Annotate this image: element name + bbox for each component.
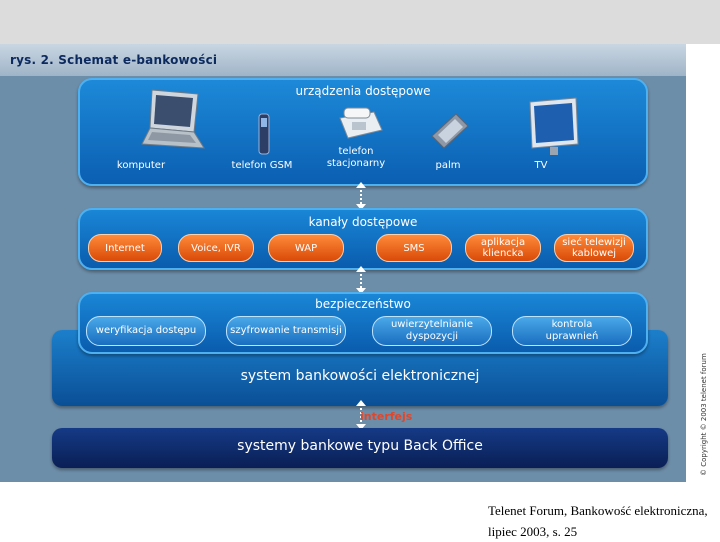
channel-client-app: aplikacja kliencka (465, 234, 541, 262)
security-title: bezpieczeństwo (315, 297, 411, 311)
access-channels-title: kanały dostępowe (308, 215, 418, 229)
copyright-strip (686, 44, 720, 482)
landline-phone-icon (339, 107, 383, 139)
device-label-palm: palm (435, 160, 461, 171)
security-permission-control: kontrola uprawnień (512, 316, 632, 346)
channel-sms: SMS (376, 234, 452, 262)
pda-icon (431, 113, 469, 149)
device-label-landline: telefon stacjonarny (326, 146, 386, 169)
mobile-phone-icon (258, 113, 270, 155)
copyright-text: © Copyright © 2003 telenet forum (700, 353, 708, 476)
device-label-gsm: telefon GSM (231, 160, 293, 171)
figure-title: rys. 2. Schemat e-bankowości (10, 53, 218, 67)
arrow-channels-security (356, 266, 366, 294)
device-label-computer: komputer (116, 160, 166, 171)
channel-voice-ivr: Voice, IVR (178, 234, 254, 262)
tv-icon (529, 97, 579, 155)
security-access-verification: weryfikacja dostępu (86, 316, 206, 346)
laptop-icon (141, 89, 205, 149)
access-devices-title: urządzenia dostępowe (295, 84, 431, 98)
top-gray-band (0, 0, 720, 44)
security-transmission-encryption: szyfrowanie transmisji (226, 316, 346, 346)
back-office-bar (52, 428, 668, 468)
figure-title-bar: rys. 2. Schemat e-bankowości (0, 44, 720, 76)
device-label-tv: TV (534, 160, 548, 171)
source-caption: Telenet Forum, Bankowość elektroniczna, … (488, 503, 708, 539)
system-label: system bankowości elektronicznej (240, 368, 480, 384)
back-office-label: systemy bankowe typu Back Office (237, 438, 483, 454)
channel-cable-tv: sieć telewizji kablowej (554, 234, 634, 262)
interface-label: interfejs (360, 410, 413, 423)
security-order-authentication: uwierzytelnianie dyspozycji (372, 316, 492, 346)
arrow-system-backoffice (356, 400, 366, 430)
channel-internet: Internet (88, 234, 162, 262)
channel-wap: WAP (268, 234, 344, 262)
arrow-devices-channels (356, 182, 366, 210)
